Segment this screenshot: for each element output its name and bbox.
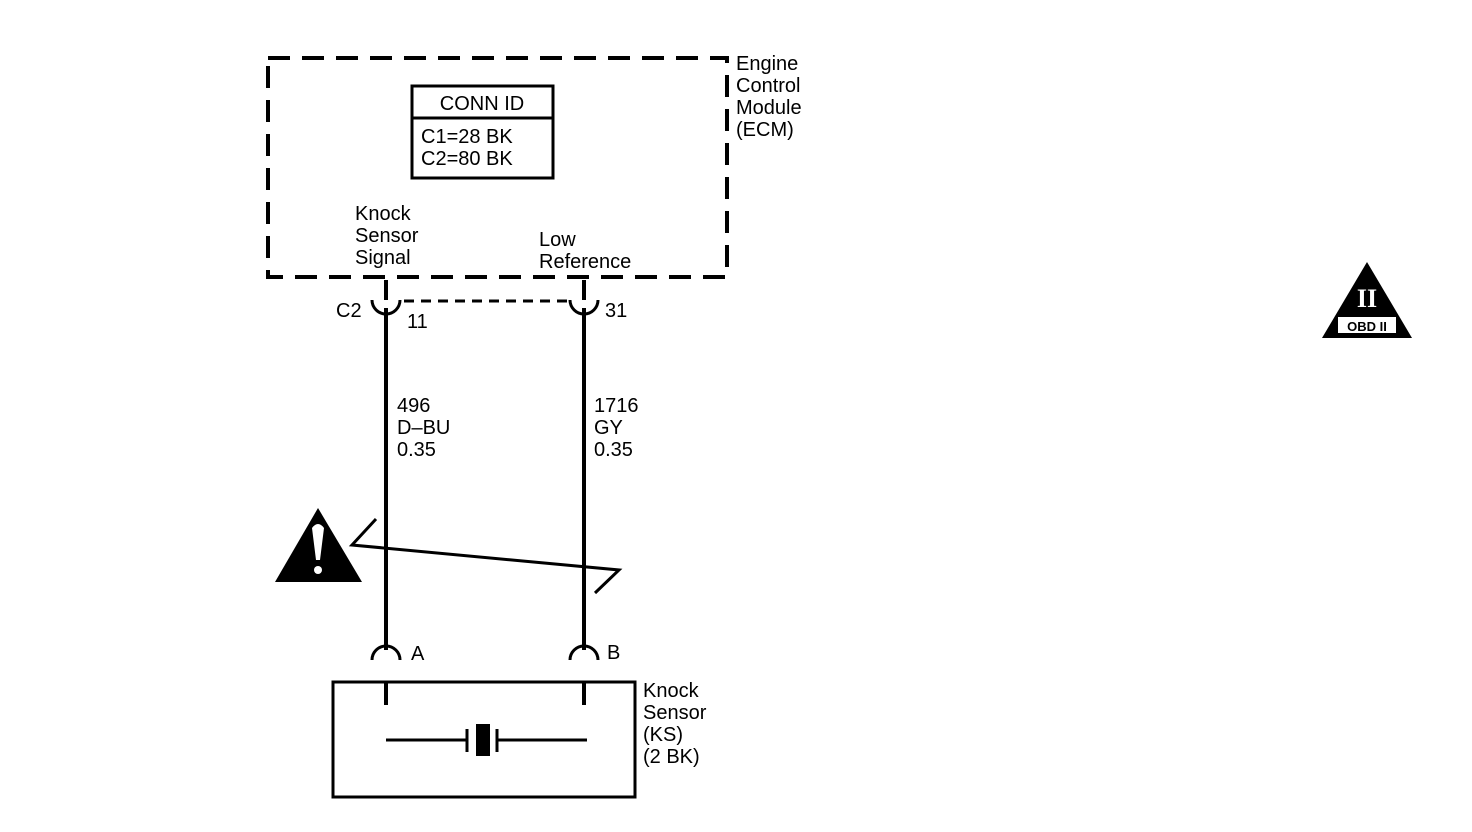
knock-sensor-signal-label: Knock Sensor Signal <box>355 203 419 269</box>
sensor-connector-pin-a <box>370 644 402 661</box>
caution-triangle-icon <box>275 508 362 582</box>
sensor-label-line: Knock <box>643 680 700 702</box>
sensor-pin-b-label: B <box>607 642 620 664</box>
pin-number-low-ref: 31 <box>605 300 627 322</box>
wire-496-label: 496 D–BU 0.35 <box>397 395 450 461</box>
connector-name: C2 <box>336 300 362 322</box>
wire-color: D–BU <box>397 417 450 439</box>
ecm-label-line: Control <box>736 75 800 97</box>
ecm-label: Engine Control Module (ECM) <box>736 53 802 141</box>
obd-ii-icon: II OBD II <box>1322 262 1412 338</box>
sensor-connector-pin-b <box>568 644 600 661</box>
wire-gauge: 0.35 <box>594 439 633 461</box>
conn-id-line: C2=80 BK <box>421 148 513 170</box>
conn-id-line: C1=28 BK <box>421 126 513 148</box>
ecm-label-line: (ECM) <box>736 119 794 141</box>
signal-label-line: Sensor <box>355 225 419 247</box>
low-ref-label-line: Low <box>539 229 576 251</box>
pin-number-signal: 11 <box>407 311 428 333</box>
wire-circuit: 496 <box>397 395 430 417</box>
obd-text: OBD II <box>1347 319 1387 334</box>
piezo-element-symbol <box>386 724 587 756</box>
knock-sensor-box <box>331 680 637 799</box>
sensor-label-line: Sensor <box>643 702 707 724</box>
obd-numeral: II <box>1357 284 1377 313</box>
wire-gauge: 0.35 <box>397 439 436 461</box>
ecm-label-line: Module <box>736 97 802 119</box>
knock-sensor-label: Knock Sensor (KS) (2 BK) <box>643 680 707 768</box>
twisted-pair-marker <box>348 517 623 595</box>
signal-label-line: Signal <box>355 247 411 269</box>
signal-label-line: Knock <box>355 203 412 225</box>
wire-1716-label: 1716 GY 0.35 <box>594 395 639 461</box>
ecm-label-line: Engine <box>736 53 798 75</box>
sensor-label-line: (KS) <box>643 724 683 746</box>
low-ref-label-line: Reference <box>539 251 631 273</box>
wire-circuit: 1716 <box>594 395 639 417</box>
conn-id-box: CONN ID C1=28 BK C2=80 BK <box>410 84 555 180</box>
sensor-pin-a-label: A <box>411 643 425 665</box>
sensor-label-line: (2 BK) <box>643 746 700 768</box>
conn-id-header: CONN ID <box>440 93 524 115</box>
low-reference-label: Low Reference <box>539 229 631 273</box>
wire-color: GY <box>594 417 623 439</box>
